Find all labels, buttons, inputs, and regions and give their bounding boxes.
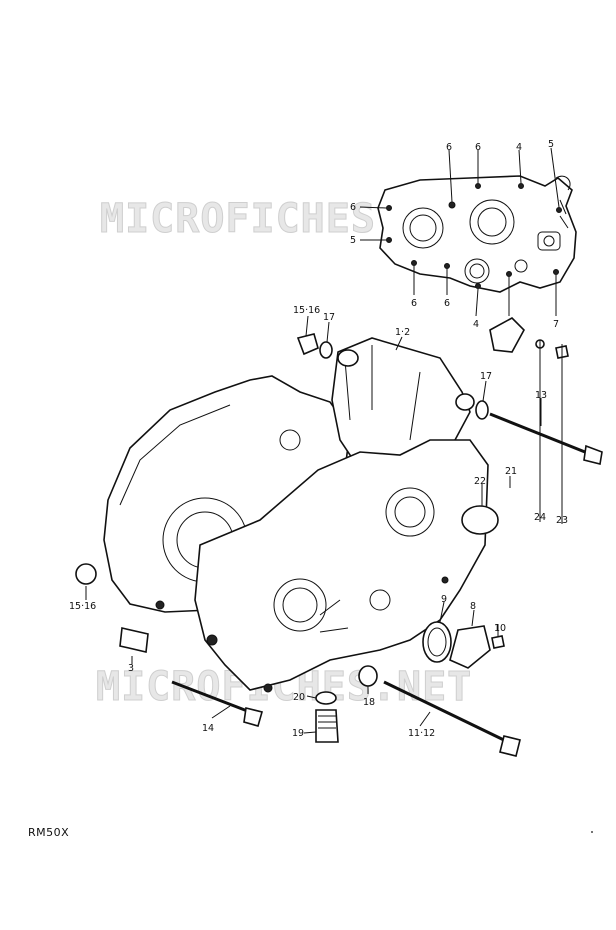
- callout-5a: 5: [548, 139, 554, 150]
- callout-6a: 6: [446, 142, 452, 153]
- callout-5b: 5: [350, 235, 356, 246]
- callout-19: 19: [292, 728, 304, 739]
- dot-mark: [591, 831, 593, 833]
- callout-6c: 6: [350, 202, 356, 213]
- inset-crankcase-view: 6 6 4 5 6 5 6 6 4 4 7: [350, 139, 577, 330]
- callout-17-right: 17: [480, 371, 492, 382]
- callout-6e: 6: [444, 298, 450, 309]
- callout-14: 14: [202, 723, 214, 734]
- callout-9: 9: [441, 594, 447, 605]
- callout-10: 10: [494, 623, 506, 634]
- callout-3: 3: [128, 663, 134, 674]
- callout-6d: 6: [411, 298, 417, 309]
- callout-15-16-top: 15·16: [293, 305, 320, 316]
- model-code: RM50X: [28, 826, 70, 839]
- callout-7: 7: [553, 319, 559, 330]
- callout-21: 21: [505, 466, 517, 477]
- callout-4a: 4: [516, 142, 522, 153]
- callout-23: 23: [556, 515, 568, 526]
- callout-13: 13: [535, 390, 547, 401]
- callout-17-top: 17: [323, 312, 335, 323]
- callout-1-2: 1·2: [395, 327, 410, 338]
- callout-24: 24: [534, 512, 546, 523]
- part-15-16-top: [296, 333, 319, 356]
- callout-22: 22: [474, 476, 486, 487]
- crankcase-main-view: 15·16 17 1·2 17 13 22 21 24 23 15·16 3 9…: [69, 305, 603, 757]
- callout-4b: 4: [473, 319, 479, 330]
- callout-8: 8: [470, 601, 476, 612]
- callout-20: 20: [293, 692, 305, 703]
- callout-15-16-left: 15·16: [69, 601, 96, 612]
- callout-18: 18: [363, 697, 375, 708]
- callout-11-12: 11·12: [408, 728, 435, 739]
- callout-6b: 6: [475, 142, 481, 153]
